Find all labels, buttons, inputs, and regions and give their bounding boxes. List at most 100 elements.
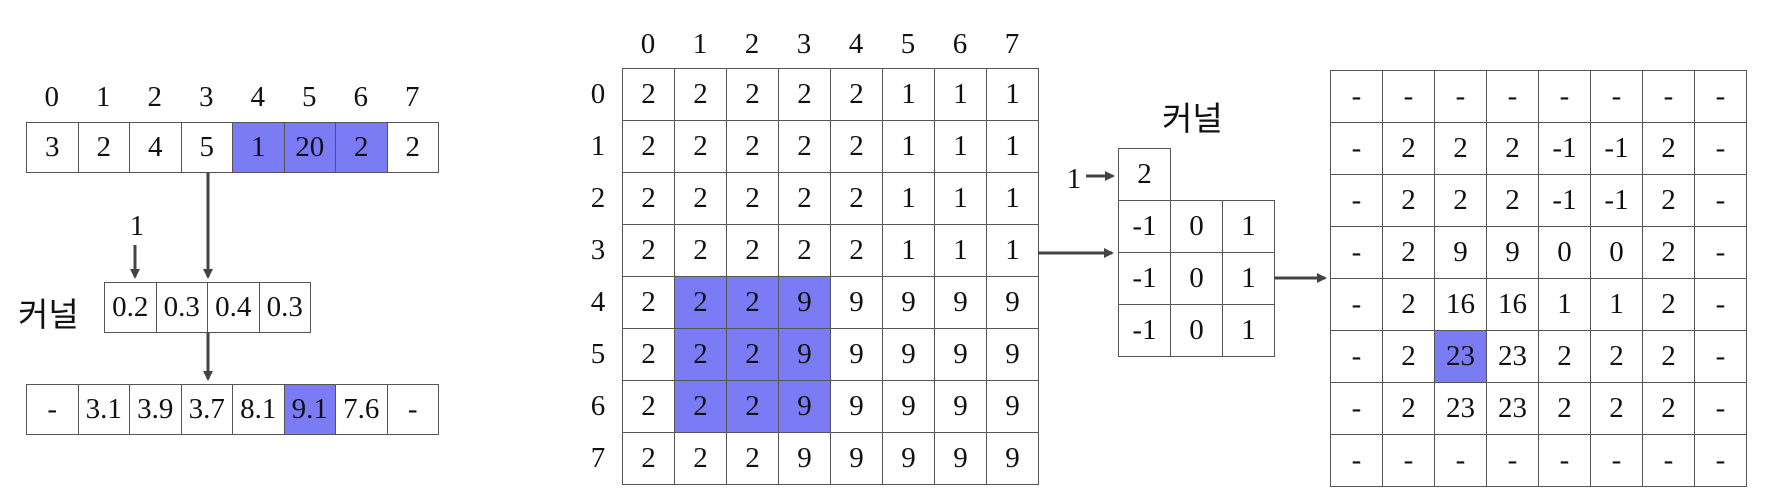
two-d-input-cell: 1 [935,121,987,173]
one-d-input-cell: 3 [27,123,79,173]
two-d-input-cell: 2 [727,173,779,225]
two-d-input-cell: 1 [883,69,935,121]
two-d-column-index-label: 3 [796,27,812,60]
two-d-row-index-label: 4 [590,285,606,318]
two-d-input-cell: 2 [727,225,779,277]
two-d-row-index-label: 0 [590,77,606,110]
two-d-column-index-label: 1 [692,27,708,60]
two-d-output-cell: - [1435,71,1487,123]
one-d-index-label: 6 [353,80,369,113]
two-d-input-cell: 9 [883,329,935,381]
two-d-output-cell: - [1331,71,1383,123]
two-d-output-cell: - [1591,71,1643,123]
two-d-output-cell: - [1435,435,1487,487]
two-d-output-cell: 9 [1487,227,1539,279]
one-d-index-label: 7 [405,80,420,113]
two-d-output-cell: - [1695,279,1747,331]
two-d-kernel-cell: -1 [1119,253,1171,305]
two-d-output-cell: 2 [1383,123,1435,175]
two-d-kernel-cell: 0 [1171,253,1223,305]
two-d-input-cell: 2 [623,173,675,225]
two-d-row-index-label: 1 [590,129,606,162]
two-d-row-index-label: 6 [590,389,606,422]
two-d-input-cell: 1 [987,69,1039,121]
two-d-input-cell: 2 [675,121,727,173]
two-d-output-cell: 2 [1383,383,1435,435]
two-d-output-cell: - [1383,71,1435,123]
two-d-column-index-label: 7 [1004,27,1020,60]
two-d-column-index-label: 0 [640,27,656,60]
two-d-output-cell: - [1331,279,1383,331]
two-d-kernel-label: 커널 [1162,99,1223,138]
one-d-kernel-label: 커널 [18,295,79,334]
one-d-output-cell: 8.1 [233,385,285,435]
two-d-input-cell: 1 [987,225,1039,277]
two-d-offset-label: 1 [1066,162,1082,195]
one-d-input-cell: 4 [130,123,182,173]
two-d-output-cell: - [1643,71,1695,123]
two-d-input-cell: 2 [831,121,883,173]
two-d-input-cell: 2 [675,173,727,225]
two-d-input-cell: 1 [883,173,935,225]
two-d-input-cell: 2 [623,329,675,381]
two-d-kernel-cell: -1 [1119,305,1171,357]
one-d-kernel-cell: 0.3 [156,283,208,333]
two-d-output-cell: 2 [1591,331,1643,383]
two-d-kernel-cell: 0 [1171,201,1223,253]
two-d-input-cell: 9 [779,433,831,485]
two-d-output-cell: 16 [1435,279,1487,331]
two-d-output-cell: 2 [1383,175,1435,227]
two-d-output-cell: 0 [1591,227,1643,279]
two-d-output-cell: 1 [1591,279,1643,331]
two-d-output-cell: - [1695,331,1747,383]
two-d-input-cell: 1 [935,69,987,121]
one-d-output-cell: 3.7 [181,385,233,435]
one-d-output-cell: - [27,385,79,435]
one-d-index-label: 5 [302,80,317,113]
two-d-output-cell: - [1331,331,1383,383]
one-d-output-cell: 9.1 [284,385,336,435]
two-d-input-cell: 2 [623,277,675,329]
two-d-input-cell: 2 [779,121,831,173]
two-d-output-cell: - [1591,435,1643,487]
one-d-index-label: 0 [44,80,60,113]
two-d-input-cell: 1 [883,225,935,277]
two-d-kernel-cell: 1 [1223,201,1275,253]
two-d-input-cell: 9 [987,277,1039,329]
two-d-input-cell: 2 [727,433,779,485]
two-d-input-cell: 2 [675,433,727,485]
two-d-input-cell: 2 [727,381,779,433]
two-d-output-cell: - [1695,71,1747,123]
two-d-row-index-label: 3 [590,233,606,266]
one-d-input-cell: 2 [78,123,130,173]
two-d-input-cell: 2 [675,225,727,277]
two-d-input-cell: 1 [987,121,1039,173]
two-d-input-cell: 9 [935,329,987,381]
two-d-input-cell: 1 [935,225,987,277]
two-d-output-cell: - [1331,435,1383,487]
two-d-output-cell: 2 [1435,175,1487,227]
two-d-input-cell: 1 [987,173,1039,225]
two-d-output-cell: 2 [1383,279,1435,331]
two-d-output-cell: 2 [1487,175,1539,227]
two-d-output-cell: - [1539,435,1591,487]
two-d-kernel-cell: 1 [1223,305,1275,357]
two-d-output-cell: 23 [1487,383,1539,435]
two-d-output-cell: 23 [1487,331,1539,383]
two-d-input-cell: 2 [623,225,675,277]
two-d-output-cell: 2 [1643,175,1695,227]
two-d-output-cell: - [1695,123,1747,175]
one-d-index-label: 4 [250,80,266,113]
two-d-column-index-label: 2 [744,27,760,60]
two-d-kernel-cell: -1 [1119,201,1171,253]
two-d-input-cell: 9 [987,329,1039,381]
two-d-input-cell: 1 [935,173,987,225]
two-d-input-cell: 2 [623,381,675,433]
two-d-input-cell: 2 [831,225,883,277]
two-d-output-cell: 2 [1539,383,1591,435]
two-d-output-cell: - [1331,123,1383,175]
